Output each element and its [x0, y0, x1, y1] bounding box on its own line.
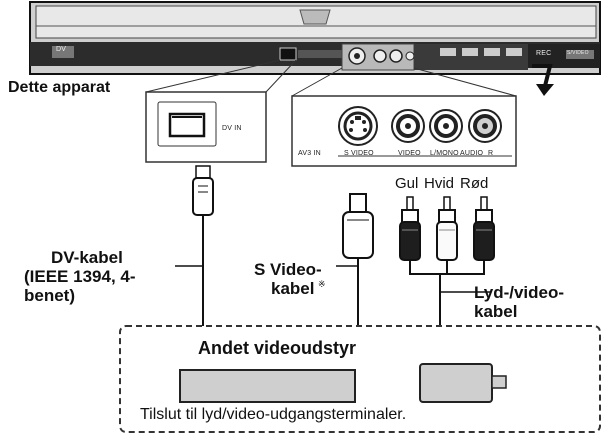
plug-label-red: Rød: [460, 175, 489, 192]
svideo-note-mark: ※: [318, 279, 326, 289]
av3-in-label: AV3 IN: [298, 150, 321, 157]
plug-label-yellow: Gul: [395, 175, 419, 192]
video-port-label: VIDEO: [398, 150, 421, 157]
audio-right-jack-icon: [468, 109, 502, 143]
lmono-port-label: L/MONO: [430, 150, 459, 157]
av-input-panel: [291, 95, 517, 167]
dv-cable-label-line3: benet): [24, 286, 75, 305]
right-port-label: R: [488, 150, 494, 157]
front-badge-svideo: S/VIDEO: [567, 50, 589, 56]
front-badge-dv: DV: [56, 46, 67, 53]
video-jack-icon: [391, 109, 425, 143]
audio-port-label: AUDIO: [460, 150, 484, 157]
other-equipment-caption: Tilslut til lyd/video-udgangsterminaler.: [140, 406, 407, 423]
other-device-camcorder: [419, 363, 507, 403]
av-cable-label-line1: Lyd-/video-: [474, 283, 565, 302]
other-device-main-unit: [179, 369, 356, 403]
dv-panel: [145, 91, 267, 163]
s-video-plug-icon: [342, 211, 374, 259]
front-badge-rec: REC: [536, 50, 552, 57]
dv-cable: [192, 165, 214, 326]
dv-plug-icon: [192, 177, 214, 216]
front-dv-port: [279, 47, 297, 61]
plug-label-white: Hvid: [424, 175, 455, 192]
other-equipment-title: Andet videoudstyr: [198, 338, 357, 358]
svideo-cable-label-line1: S Video-: [254, 260, 322, 279]
svideo-cable-label-line2: kabel: [271, 279, 315, 298]
dv-in-port-icon: [168, 112, 206, 138]
this-device-label: Dette apparat: [8, 79, 111, 96]
s-video-port-label: S VIDEO: [344, 150, 374, 157]
rca-plug-yellow-icon: [399, 196, 421, 261]
s-video-jack-icon: [338, 106, 378, 146]
other-equipment-box: [119, 325, 601, 433]
rca-plugs: [399, 196, 495, 261]
dv-cable-label-line1: DV-kabel: [51, 248, 123, 267]
audio-left-jack-icon: [429, 109, 463, 143]
dv-plug-tip: [195, 165, 211, 179]
zoom-callout-lines: [145, 59, 517, 97]
recorder-unit: [29, 1, 601, 75]
av-rca-cable: [409, 260, 490, 326]
av-cable-label-line2: kabel: [474, 302, 518, 321]
door-open-arrow-icon: [532, 64, 554, 96]
rca-plug-red-icon: [473, 196, 495, 261]
rca-plug-white-icon: [436, 196, 458, 261]
dv-cable-label-line2: (IEEE 1394, 4-: [24, 267, 136, 286]
dv-in-label: DV IN: [222, 125, 242, 132]
s-video-cable: [342, 193, 374, 326]
